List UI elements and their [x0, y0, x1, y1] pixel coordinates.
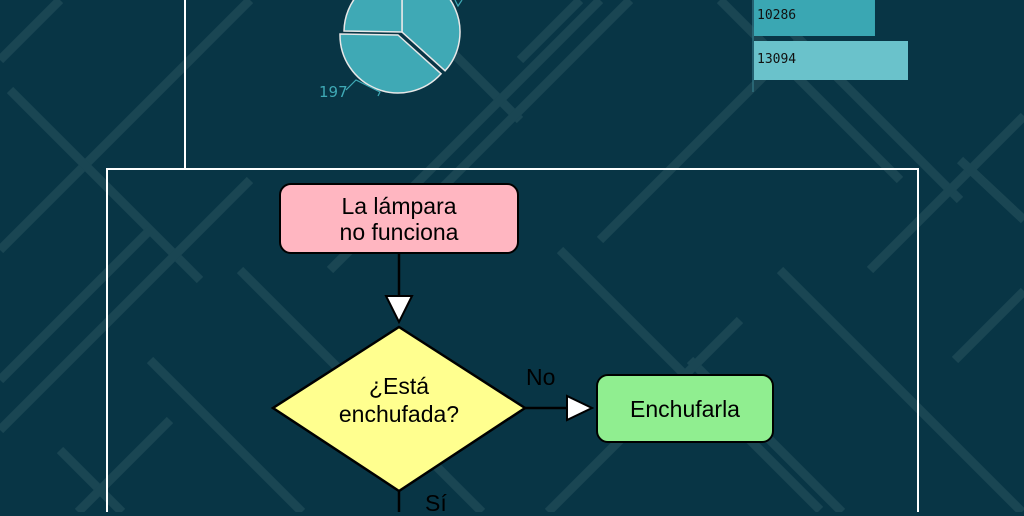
start-text: no funciona — [339, 218, 459, 245]
decision-line: enchufada? — [338, 401, 460, 427]
yes-label: Sí — [425, 490, 447, 516]
start-node[interactable]: La lámpara no funciona — [279, 183, 519, 254]
pie-slice — [401, 0, 461, 72]
no-label: No — [526, 364, 556, 390]
pie-slice-label: 197 — [319, 83, 348, 101]
action-text: Enchufarla — [630, 395, 740, 422]
action-node[interactable]: Enchufarla — [596, 374, 774, 443]
pie-slice — [339, 33, 443, 94]
pie-leader-line — [345, 79, 381, 97]
decision-text: ¿Está enchufada? — [299, 372, 499, 428]
decision-line: ¿Está — [368, 373, 430, 399]
bar — [754, 41, 908, 80]
bar-label: 13094 — [757, 52, 797, 67]
start-text: La lámpara — [341, 192, 457, 219]
pie-chart — [339, 0, 461, 94]
bar — [754, 0, 875, 36]
flowchart-panel-border — [106, 168, 919, 512]
pie-leader-line — [454, 0, 463, 8]
pie-slice — [343, 0, 403, 33]
arrow-down-icon — [384, 295, 414, 325]
bar-label: 10286 — [757, 8, 797, 23]
arrow-right-icon — [566, 394, 595, 422]
